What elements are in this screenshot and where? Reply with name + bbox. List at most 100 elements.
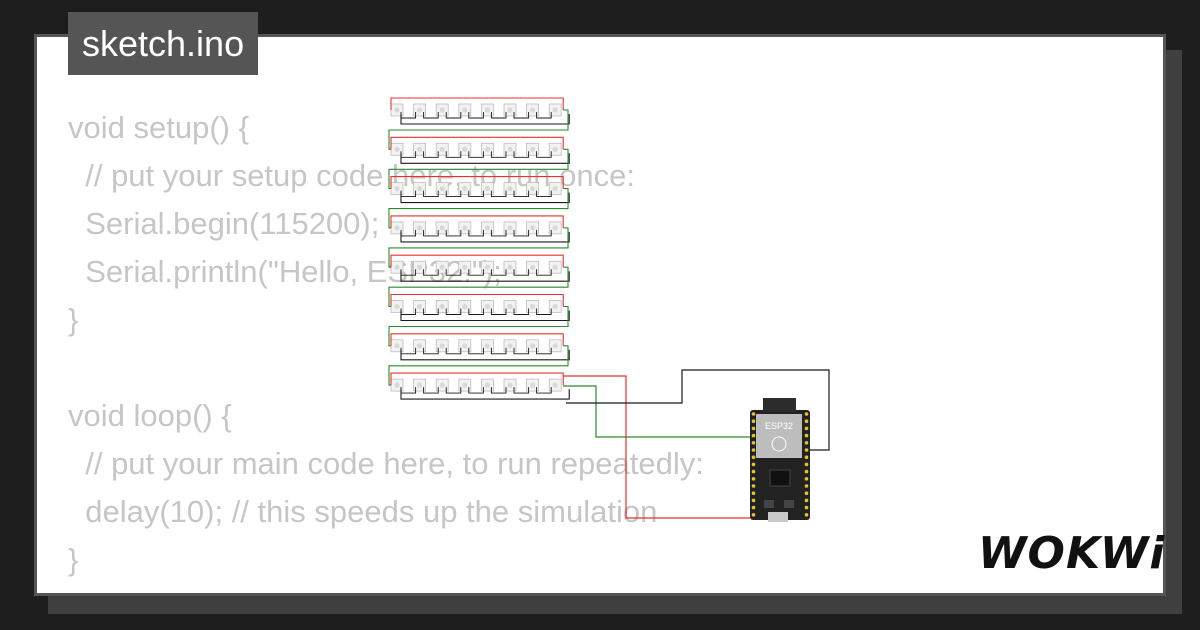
code-line: Serial.println("Hello, ESP32!"); (68, 254, 502, 289)
code-line: void setup() { (68, 110, 249, 145)
chain-wire (468, 229, 484, 237)
chain-wire (423, 229, 439, 237)
pin (751, 505, 756, 510)
neopixel-lens (552, 186, 558, 192)
chain-wire (536, 151, 552, 158)
power-wire (390, 136, 564, 150)
pin (751, 484, 756, 488)
pin (804, 433, 809, 438)
power-wire (390, 293, 564, 307)
chain-wire (400, 347, 417, 355)
neopixel-lens (394, 146, 400, 152)
neopixel-lens (462, 264, 468, 270)
neopixel-lens (394, 343, 400, 349)
neopixel-lens (530, 146, 536, 152)
chain-wire (536, 387, 552, 394)
chain-wire (468, 190, 484, 198)
chain-wire (445, 229, 462, 237)
chain-wire (513, 190, 530, 198)
pin (751, 491, 756, 496)
chain-wire (490, 229, 507, 237)
neopixel-lens (507, 264, 513, 270)
neopixel-lens (552, 146, 558, 152)
chain-wire (423, 347, 439, 355)
chain-wire (490, 269, 507, 276)
ground-wire (400, 389, 570, 400)
chain-wire (468, 151, 484, 158)
pin (804, 419, 809, 424)
chain-wire (400, 308, 417, 315)
ground-wire (400, 192, 570, 204)
ground-wire (400, 153, 570, 164)
neopixel-lens (439, 146, 445, 152)
chain-wire (400, 269, 417, 276)
data-wire (388, 266, 569, 308)
chain-wire (445, 269, 462, 276)
data-wire (388, 227, 569, 268)
wires (388, 97, 830, 519)
neopixel-lens (417, 107, 423, 113)
neopixel-lens (439, 107, 445, 113)
chain-wire (445, 308, 462, 315)
chain-wire (468, 269, 484, 276)
chain-wire (513, 269, 530, 276)
pin (751, 469, 756, 474)
neopixel-lens (439, 343, 445, 349)
neopixel-lens (484, 186, 490, 192)
chain-wire (468, 387, 484, 394)
code-editor[interactable]: void setup() { // put your setup code he… (68, 104, 704, 584)
neopixel-lens (552, 264, 558, 270)
neopixel-lens (462, 186, 468, 192)
pin (804, 426, 809, 431)
pin (804, 412, 809, 416)
chain-wire (445, 151, 462, 158)
pin (751, 433, 756, 438)
chain-wire (536, 347, 552, 355)
pin (804, 513, 809, 517)
neopixel-lens (394, 225, 400, 231)
ground-wire (400, 114, 570, 125)
neopixel-lens (462, 382, 468, 388)
neopixel-lens (439, 303, 445, 310)
board-label: ESP32 (765, 421, 793, 431)
chain-wire (400, 190, 417, 198)
neopixel-lens (507, 343, 513, 349)
code-line: // put your setup code here, to run once… (68, 158, 635, 193)
neopixel-lens (417, 264, 423, 270)
chip (769, 469, 791, 487)
neopixel-lens (417, 303, 423, 310)
neopixel-lens (552, 225, 558, 231)
ground-wire (400, 231, 570, 243)
chain-wire (513, 229, 530, 237)
chain-wire (536, 112, 552, 119)
chain-wire (490, 112, 507, 119)
neopixel-lens (552, 303, 558, 310)
power-wire (390, 97, 564, 110)
pin (804, 441, 809, 445)
data-wire (388, 305, 569, 347)
chain-wire (468, 308, 484, 315)
neopixel-lens (507, 146, 513, 152)
power-wire (390, 333, 564, 346)
chain-wire (445, 387, 462, 394)
gnd-wire (566, 369, 830, 451)
preview-card (34, 34, 1166, 596)
chain-wire (423, 387, 439, 394)
pin (751, 477, 756, 481)
neopixel-lens (462, 303, 468, 310)
chain-wire (490, 308, 507, 315)
power-wire (390, 254, 564, 268)
code-line: delay(10); // this speeds up the simulat… (68, 494, 658, 529)
file-tab[interactable]: sketch.ino (68, 12, 259, 75)
chain-wire (490, 190, 507, 198)
data-wire (388, 109, 569, 150)
pin (751, 441, 756, 445)
neopixel-lens (417, 343, 423, 349)
chain-wire (445, 347, 462, 355)
chain-wire (536, 229, 552, 237)
neopixel-lens (530, 382, 536, 388)
neopixel-lens (417, 146, 423, 152)
neopixel-lens (552, 382, 558, 388)
pin (804, 477, 809, 481)
